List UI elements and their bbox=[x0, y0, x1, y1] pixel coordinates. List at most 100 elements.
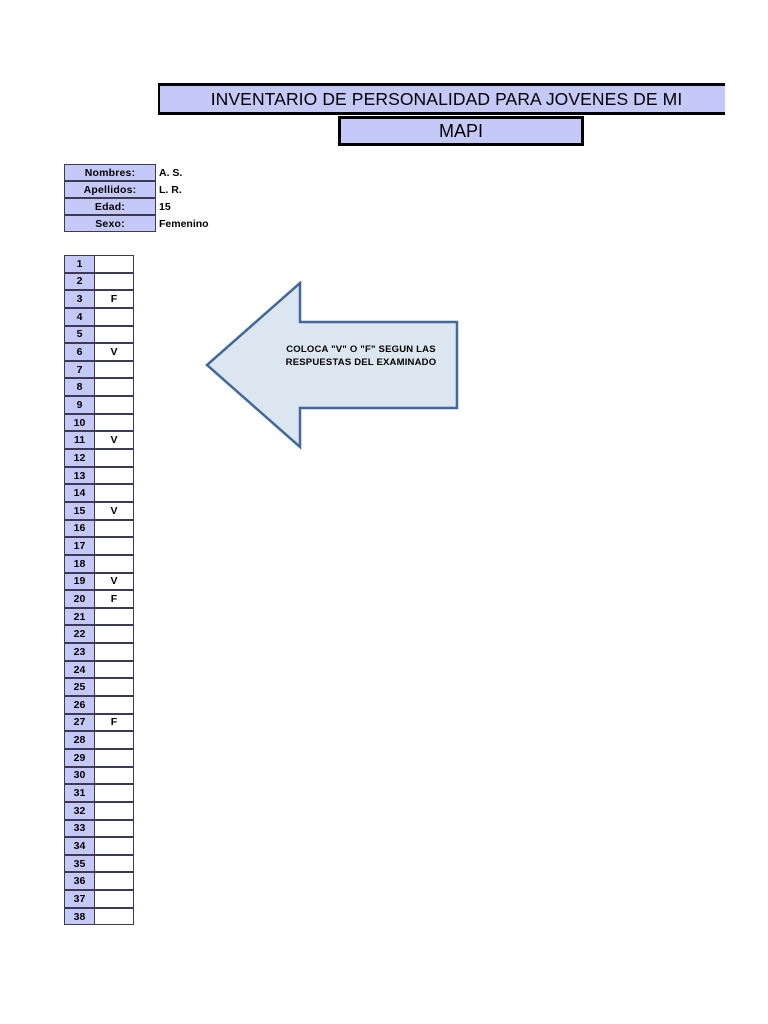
answer-row: 29 bbox=[64, 748, 134, 767]
title-banner-fill-extension bbox=[707, 86, 725, 112]
info-field-value[interactable]: Femenino bbox=[159, 217, 209, 230]
answer-row-value-cell[interactable] bbox=[95, 607, 134, 626]
answer-row-number: 20 bbox=[64, 590, 95, 608]
answer-row: 2 bbox=[64, 272, 134, 291]
answer-row-number: 18 bbox=[64, 554, 95, 573]
answer-row-value-cell[interactable] bbox=[95, 325, 134, 344]
answer-row-value-cell[interactable]: V bbox=[95, 572, 134, 591]
document-title-banner: INVENTARIO DE PERSONALIDAD PARA JOVENES … bbox=[158, 83, 725, 115]
answer-row-number: 10 bbox=[64, 413, 95, 432]
answer-row-value-cell[interactable] bbox=[95, 907, 134, 926]
answer-row-value-cell[interactable] bbox=[95, 696, 134, 714]
answer-row-value-cell[interactable] bbox=[95, 625, 134, 644]
answer-row-number: 8 bbox=[64, 378, 95, 397]
answer-row-value-cell[interactable] bbox=[95, 378, 134, 397]
instruction-arrow-callout: COLOCA "V" O "F" SEGUN LAS RESPUESTAS DE… bbox=[205, 281, 459, 451]
answer-row-value-cell[interactable]: V bbox=[95, 501, 134, 520]
document-title-text: INVENTARIO DE PERSONALIDAD PARA JOVENES … bbox=[210, 88, 683, 109]
answer-row-value-cell[interactable] bbox=[95, 890, 134, 908]
answer-row-value-cell[interactable]: F bbox=[95, 290, 134, 308]
answer-row-number: 34 bbox=[64, 837, 95, 855]
answer-row-number: 6 bbox=[64, 343, 95, 361]
answer-row-value-cell[interactable] bbox=[95, 537, 134, 555]
answer-row-value-cell[interactable] bbox=[95, 413, 134, 432]
answer-row-value-cell[interactable]: V bbox=[95, 431, 134, 450]
answer-row-number: 26 bbox=[64, 696, 95, 714]
answer-row-value-cell[interactable] bbox=[95, 854, 134, 873]
answer-row-number: 14 bbox=[64, 484, 95, 502]
answer-row-value-cell[interactable]: F bbox=[95, 713, 134, 732]
answer-row-value-cell[interactable] bbox=[95, 837, 134, 855]
answer-row: 16 bbox=[64, 519, 134, 538]
answer-row: 34 bbox=[64, 837, 134, 855]
answer-row: 24 bbox=[64, 660, 134, 679]
answer-row-number: 7 bbox=[64, 360, 95, 379]
answer-row-number: 37 bbox=[64, 890, 95, 908]
answer-row-value-cell[interactable]: F bbox=[95, 590, 134, 608]
answer-row: 22 bbox=[64, 625, 134, 644]
answer-row: 18 bbox=[64, 554, 134, 573]
answer-row-value-cell[interactable] bbox=[95, 360, 134, 379]
answer-row-value-cell[interactable] bbox=[95, 678, 134, 697]
answer-row-number: 3 bbox=[64, 290, 95, 308]
answer-row: 21 bbox=[64, 607, 134, 626]
answer-row: 17 bbox=[64, 537, 134, 555]
answer-row-value-cell[interactable] bbox=[95, 731, 134, 749]
answer-row: 1 bbox=[64, 255, 134, 273]
answer-row-number: 27 bbox=[64, 713, 95, 732]
answer-row-value-cell[interactable] bbox=[95, 519, 134, 538]
answer-row-value-cell[interactable] bbox=[95, 396, 134, 414]
answer-row-number: 29 bbox=[64, 748, 95, 767]
info-field-value[interactable]: L. R. bbox=[159, 183, 182, 196]
answer-row-number: 25 bbox=[64, 678, 95, 697]
info-row: Edad:15 bbox=[64, 198, 266, 215]
answer-row-number: 12 bbox=[64, 449, 95, 467]
info-field-value[interactable]: A. S. bbox=[159, 166, 183, 179]
answer-row-number: 38 bbox=[64, 907, 95, 926]
info-field-label: Edad: bbox=[64, 198, 156, 215]
answer-row-value-cell[interactable] bbox=[95, 449, 134, 467]
answer-row-value-cell[interactable] bbox=[95, 643, 134, 661]
answer-row-value-cell[interactable]: V bbox=[95, 343, 134, 361]
answer-row-value-cell[interactable] bbox=[95, 307, 134, 326]
answer-row: 38 bbox=[64, 907, 134, 926]
answer-row-value-cell[interactable] bbox=[95, 819, 134, 838]
answer-row-number: 13 bbox=[64, 466, 95, 485]
answer-row-value-cell[interactable] bbox=[95, 255, 134, 273]
answer-row-value-cell[interactable] bbox=[95, 660, 134, 679]
answer-row-number: 9 bbox=[64, 396, 95, 414]
answer-row: 35 bbox=[64, 854, 134, 873]
answer-row-value-cell[interactable] bbox=[95, 784, 134, 802]
answer-row-value-cell[interactable] bbox=[95, 466, 134, 485]
answer-row-value-cell[interactable] bbox=[95, 554, 134, 573]
answer-row-value-cell[interactable] bbox=[95, 872, 134, 891]
answer-row-value-cell[interactable] bbox=[95, 801, 134, 820]
answer-row: 36 bbox=[64, 872, 134, 891]
info-field-label: Nombres: bbox=[64, 164, 156, 181]
answer-row-number: 24 bbox=[64, 660, 95, 679]
answer-row-value-cell[interactable] bbox=[95, 766, 134, 785]
answer-row-number: 4 bbox=[64, 307, 95, 326]
answer-row-number: 16 bbox=[64, 519, 95, 538]
answer-row-value-cell[interactable] bbox=[95, 272, 134, 291]
instruction-text: COLOCA "V" O "F" SEGUN LAS RESPUESTAS DE… bbox=[265, 343, 457, 369]
answer-row: 37 bbox=[64, 890, 134, 908]
answer-row-number: 33 bbox=[64, 819, 95, 838]
info-field-label: Sexo: bbox=[64, 215, 156, 232]
answer-row: 4 bbox=[64, 307, 134, 326]
answer-row-value-cell[interactable] bbox=[95, 748, 134, 767]
answer-row: 14 bbox=[64, 484, 134, 502]
answer-row: 31 bbox=[64, 784, 134, 802]
answer-row: 10 bbox=[64, 413, 134, 432]
answer-row-number: 31 bbox=[64, 784, 95, 802]
info-field-label: Apellidos: bbox=[64, 181, 156, 198]
answer-row-value-cell[interactable] bbox=[95, 484, 134, 502]
info-row: Sexo:Femenino bbox=[64, 215, 266, 232]
info-field-value[interactable]: 15 bbox=[159, 200, 171, 213]
